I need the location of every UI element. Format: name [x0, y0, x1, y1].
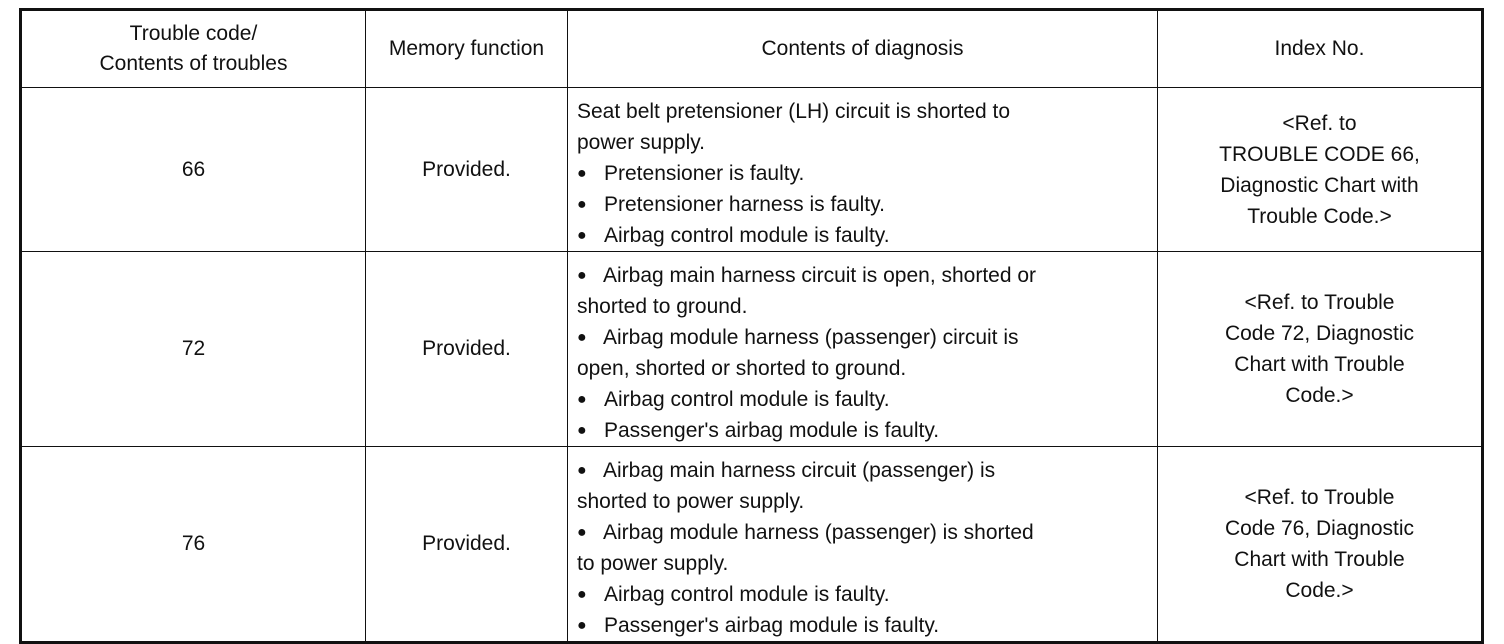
- header-trouble-code-line2: Contents of troubles: [99, 52, 288, 75]
- diagnosis-cell: Seat belt pretensioner (LH) circuit is s…: [567, 87, 1158, 252]
- diagnosis-cell: Airbag main harness circuit is open, sho…: [567, 251, 1158, 447]
- diagnosis-bullet: Airbag module harness (passenger) is sho…: [577, 517, 1151, 548]
- header-contents-of-diagnosis: Contents of diagnosis: [567, 9, 1158, 88]
- index-text: TROUBLE CODE 66,: [1219, 142, 1420, 166]
- trouble-code-table: Trouble code/ Contents of troubles Memor…: [19, 8, 1484, 644]
- diagnosis-bullet-continuation: shorted to power supply.: [577, 490, 805, 513]
- index-text: Diagnostic Chart with: [1220, 173, 1419, 197]
- header-trouble-code: Trouble code/ Contents of troubles: [20, 9, 366, 88]
- table-row: 66 Provided. Seat belt pretensioner (LH)…: [20, 87, 1483, 252]
- index-text: Code.>: [1285, 384, 1354, 407]
- diagnosis-bullet-continuation: to power supply.: [577, 552, 729, 575]
- diagnosis-cell: Airbag main harness circuit (passenger) …: [567, 446, 1158, 643]
- index-text: Code.>: [1285, 579, 1354, 602]
- diagnosis-bullet: Airbag control module is faulty.: [577, 220, 1151, 251]
- table-header-row: Trouble code/ Contents of troubles Memor…: [20, 9, 1483, 88]
- index-text: <Ref. to: [1282, 111, 1357, 135]
- diagnosis-bullet: Pretensioner is faulty.: [577, 158, 1151, 189]
- diagnosis-bullet-continuation: shorted to ground.: [577, 295, 748, 318]
- diagnosis-bullet: Airbag module harness (passenger) circui…: [577, 322, 1151, 353]
- diagnosis-bullet: Passenger's airbag module is faulty.: [577, 610, 1151, 641]
- diagnosis-bullet: Airbag main harness circuit is open, sho…: [577, 260, 1151, 291]
- index-text: Chart with Trouble: [1234, 353, 1405, 376]
- diagnosis-bullet: Airbag control module is faulty.: [577, 384, 1151, 415]
- index-cell: <Ref. to Trouble Code 76, Diagnostic Cha…: [1157, 446, 1483, 643]
- index-cell: <Ref. to Trouble Code 72, Diagnostic Cha…: [1157, 251, 1483, 447]
- index-text: <Ref. to Trouble: [1244, 486, 1395, 509]
- diagnosis-bullet: Airbag control module is faulty.: [577, 579, 1151, 610]
- index-text: Code 76, Diagnostic: [1224, 517, 1415, 540]
- diagnosis-text: power supply.: [577, 131, 706, 154]
- diagnosis-bullet-continuation: open, shorted or shorted to ground.: [577, 357, 907, 380]
- trouble-code-cell: 72: [20, 251, 366, 447]
- index-text: Code 72, Diagnostic: [1224, 322, 1415, 345]
- header-trouble-code-line1: Trouble code/: [129, 22, 258, 45]
- memory-function-cell: Provided.: [365, 446, 568, 643]
- table-row: 72 Provided. Airbag main harness circuit…: [20, 251, 1483, 447]
- table-row: 76 Provided. Airbag main harness circuit…: [20, 446, 1483, 643]
- diagnosis-text: Seat belt pretensioner (LH) circuit is s…: [577, 100, 1011, 123]
- index-cell: <Ref. to TROUBLE CODE 66, Diagnostic Cha…: [1157, 87, 1483, 252]
- diagnosis-bullet: Airbag main harness circuit (passenger) …: [577, 455, 1151, 486]
- index-text: <Ref. to Trouble: [1244, 291, 1395, 314]
- index-text: Trouble Code.>: [1247, 204, 1392, 228]
- header-memory-function: Memory function: [365, 9, 568, 88]
- memory-function-cell: Provided.: [365, 87, 568, 252]
- diagnosis-bullet: Passenger's airbag module is faulty.: [577, 415, 1151, 446]
- header-index-no: Index No.: [1157, 9, 1483, 88]
- index-text: Chart with Trouble: [1234, 548, 1405, 571]
- trouble-code-cell: 66: [20, 87, 366, 252]
- trouble-code-cell: 76: [20, 446, 366, 643]
- memory-function-cell: Provided.: [365, 251, 568, 447]
- diagnosis-bullet: Pretensioner harness is faulty.: [577, 189, 1151, 220]
